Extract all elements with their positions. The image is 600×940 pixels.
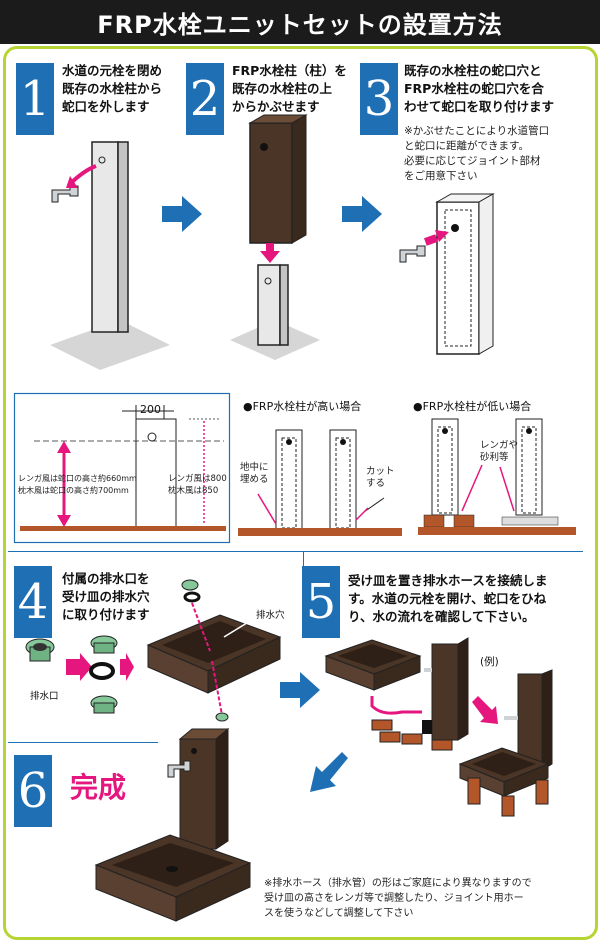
- step-2-text: FRP水栓柱（柱）を既存の水栓柱の上からかぶせます: [232, 63, 347, 114]
- step-6-number: 6: [14, 755, 52, 827]
- dimensions-diagram: [13, 392, 231, 544]
- step-3-number: 3: [360, 63, 398, 135]
- step-5-number: 5: [302, 566, 340, 638]
- case-low-diagram: [418, 418, 576, 535]
- page-title: FRP水栓ユニットセットの設置方法: [97, 10, 503, 39]
- step-1-number: 1: [16, 63, 54, 135]
- dim-width-label: 200: [140, 403, 161, 416]
- case-high-diagram: [238, 429, 402, 536]
- footer-note: ※排水ホース（排水管）の形はご家庭により異なりますので受け皿の高さをレンガ等で調…: [264, 878, 532, 919]
- arrow-right-icon: [162, 196, 202, 232]
- hole-label: 排水穴: [256, 610, 285, 621]
- step-5-text: 受け皿を置き排水ホースを接続します。水道の元栓を開け、蛇口をひねり、水の流れを確…: [348, 573, 548, 624]
- case-low-label: レンガや砂利等: [480, 440, 519, 463]
- divider: [8, 742, 158, 743]
- case-high-title: ●FRP水栓柱が高い場合: [243, 400, 362, 413]
- step-1-text: 水道の元栓を閉め既存の水栓柱から蛇口を外します: [62, 63, 163, 114]
- case-low-title: ●FRP水栓柱が低い場合: [413, 400, 532, 413]
- case-high-label1: 地中に埋める: [240, 462, 269, 485]
- step-5-setup-illustration: [324, 637, 469, 751]
- arrow-down-left-icon: [310, 752, 348, 792]
- arrow-right-icon: [342, 196, 382, 232]
- step-5-tray-illustration: [458, 669, 553, 817]
- drain-parts-illustration: [25, 635, 134, 714]
- arrow-right-icon: [280, 672, 320, 708]
- step-1-illustration: [50, 141, 170, 370]
- step-4-tray-illustration: [146, 579, 282, 722]
- example-label: (例): [480, 656, 499, 668]
- arrow-diagonal-icon: [472, 696, 498, 724]
- step-3-illustration: [399, 193, 495, 355]
- title-bar: FRP水栓ユニットセットの設置方法: [0, 0, 600, 44]
- step-2-illustration: [230, 114, 320, 360]
- step-3-note: ※かぶせたことにより水道管口と蛇口に距離ができます。必要に応じてジョイント部材を…: [404, 125, 550, 182]
- divider: [8, 551, 583, 552]
- drain-label: 排水口: [30, 691, 59, 702]
- step-6-illustration: [94, 727, 252, 922]
- case-high-label2: カットする: [366, 466, 395, 489]
- step-4-number: 4: [14, 566, 52, 638]
- step-4-text: 付属の排水口を受け皿の排水穴に取り付けます: [62, 571, 150, 622]
- complete-label: 完成: [70, 771, 127, 804]
- step-2-number: 2: [186, 63, 224, 135]
